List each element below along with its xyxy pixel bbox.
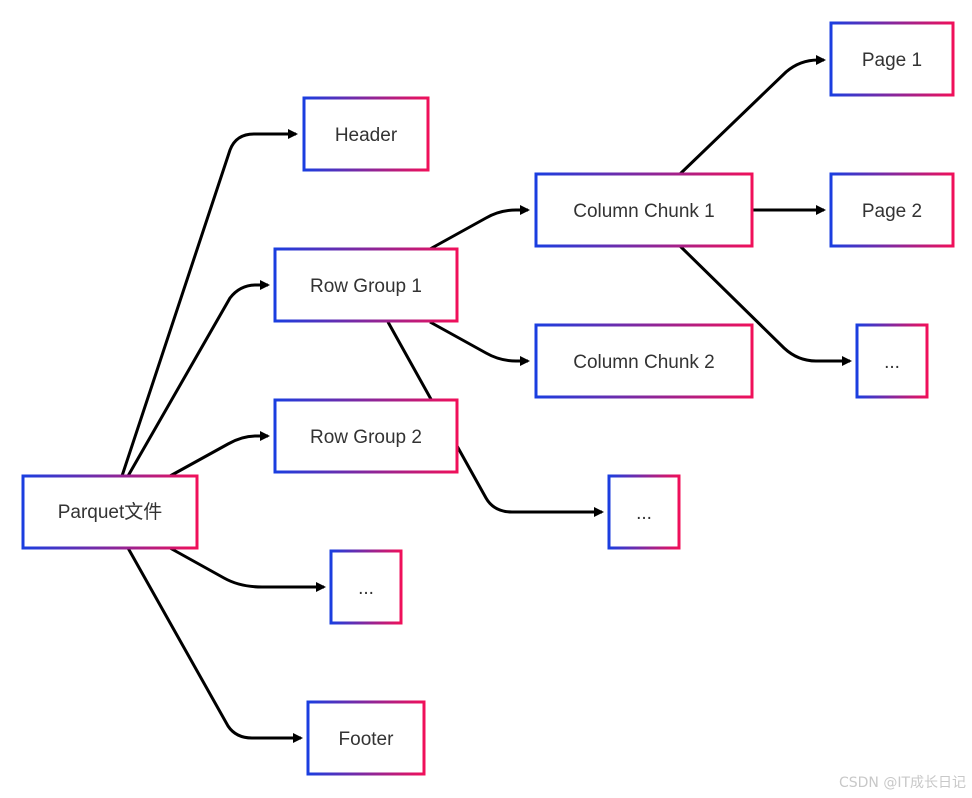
node-label-header: Header bbox=[335, 125, 398, 146]
node-label-chunk-more: ... bbox=[884, 352, 900, 373]
node-chunk-more: ... bbox=[855, 323, 929, 399]
edge-row-group-1-to-column-chunk-2 bbox=[429, 320, 530, 366]
edge-column-chunk-1-to-page-1 bbox=[678, 55, 826, 176]
edge-row-group-1-to-column-chunk-1 bbox=[429, 205, 530, 251]
node-footer: Footer bbox=[306, 700, 426, 776]
edge-file-to-row-group-2 bbox=[169, 431, 270, 478]
edge-file-to-footer bbox=[126, 547, 303, 743]
node-label-row-group-2: Row Group 2 bbox=[310, 427, 422, 448]
node-row-group-2: Row Group 2 bbox=[273, 398, 459, 474]
node-row-group-more: ... bbox=[607, 474, 681, 550]
node-file-more: ... bbox=[329, 549, 403, 625]
node-label-parquet-file: Parquet文件 bbox=[58, 501, 163, 523]
node-label-file-more: ... bbox=[358, 578, 374, 599]
node-page-2: Page 2 bbox=[829, 172, 955, 248]
node-label-footer: Footer bbox=[339, 729, 395, 750]
edge-row-group-1-to-more bbox=[386, 321, 604, 517]
watermark: CSDN @IT成长日记 bbox=[838, 775, 966, 791]
node-label-row-group-more: ... bbox=[636, 503, 652, 524]
node-parquet-file: Parquet文件 bbox=[21, 474, 199, 550]
edge-column-chunk-1-to-more bbox=[678, 244, 852, 366]
node-label-page-1: Page 1 bbox=[862, 50, 922, 71]
nodes: Parquet文件 Header Row Group 1 Row Group 2… bbox=[21, 21, 955, 776]
node-label-column-chunk-1: Column Chunk 1 bbox=[573, 201, 715, 222]
edge-file-to-header bbox=[120, 129, 298, 477]
edge-file-to-row-group-1 bbox=[126, 280, 270, 477]
node-page-1: Page 1 bbox=[829, 21, 955, 97]
node-column-chunk-2: Column Chunk 2 bbox=[534, 323, 754, 399]
node-label-page-2: Page 2 bbox=[862, 201, 922, 222]
edges bbox=[120, 55, 852, 743]
node-label-row-group-1: Row Group 1 bbox=[310, 276, 422, 297]
node-label-column-chunk-2: Column Chunk 2 bbox=[573, 352, 715, 373]
node-column-chunk-1: Column Chunk 1 bbox=[534, 172, 754, 248]
node-row-group-1: Row Group 1 bbox=[273, 247, 459, 323]
node-header: Header bbox=[302, 96, 430, 172]
edge-file-to-more bbox=[169, 546, 326, 592]
